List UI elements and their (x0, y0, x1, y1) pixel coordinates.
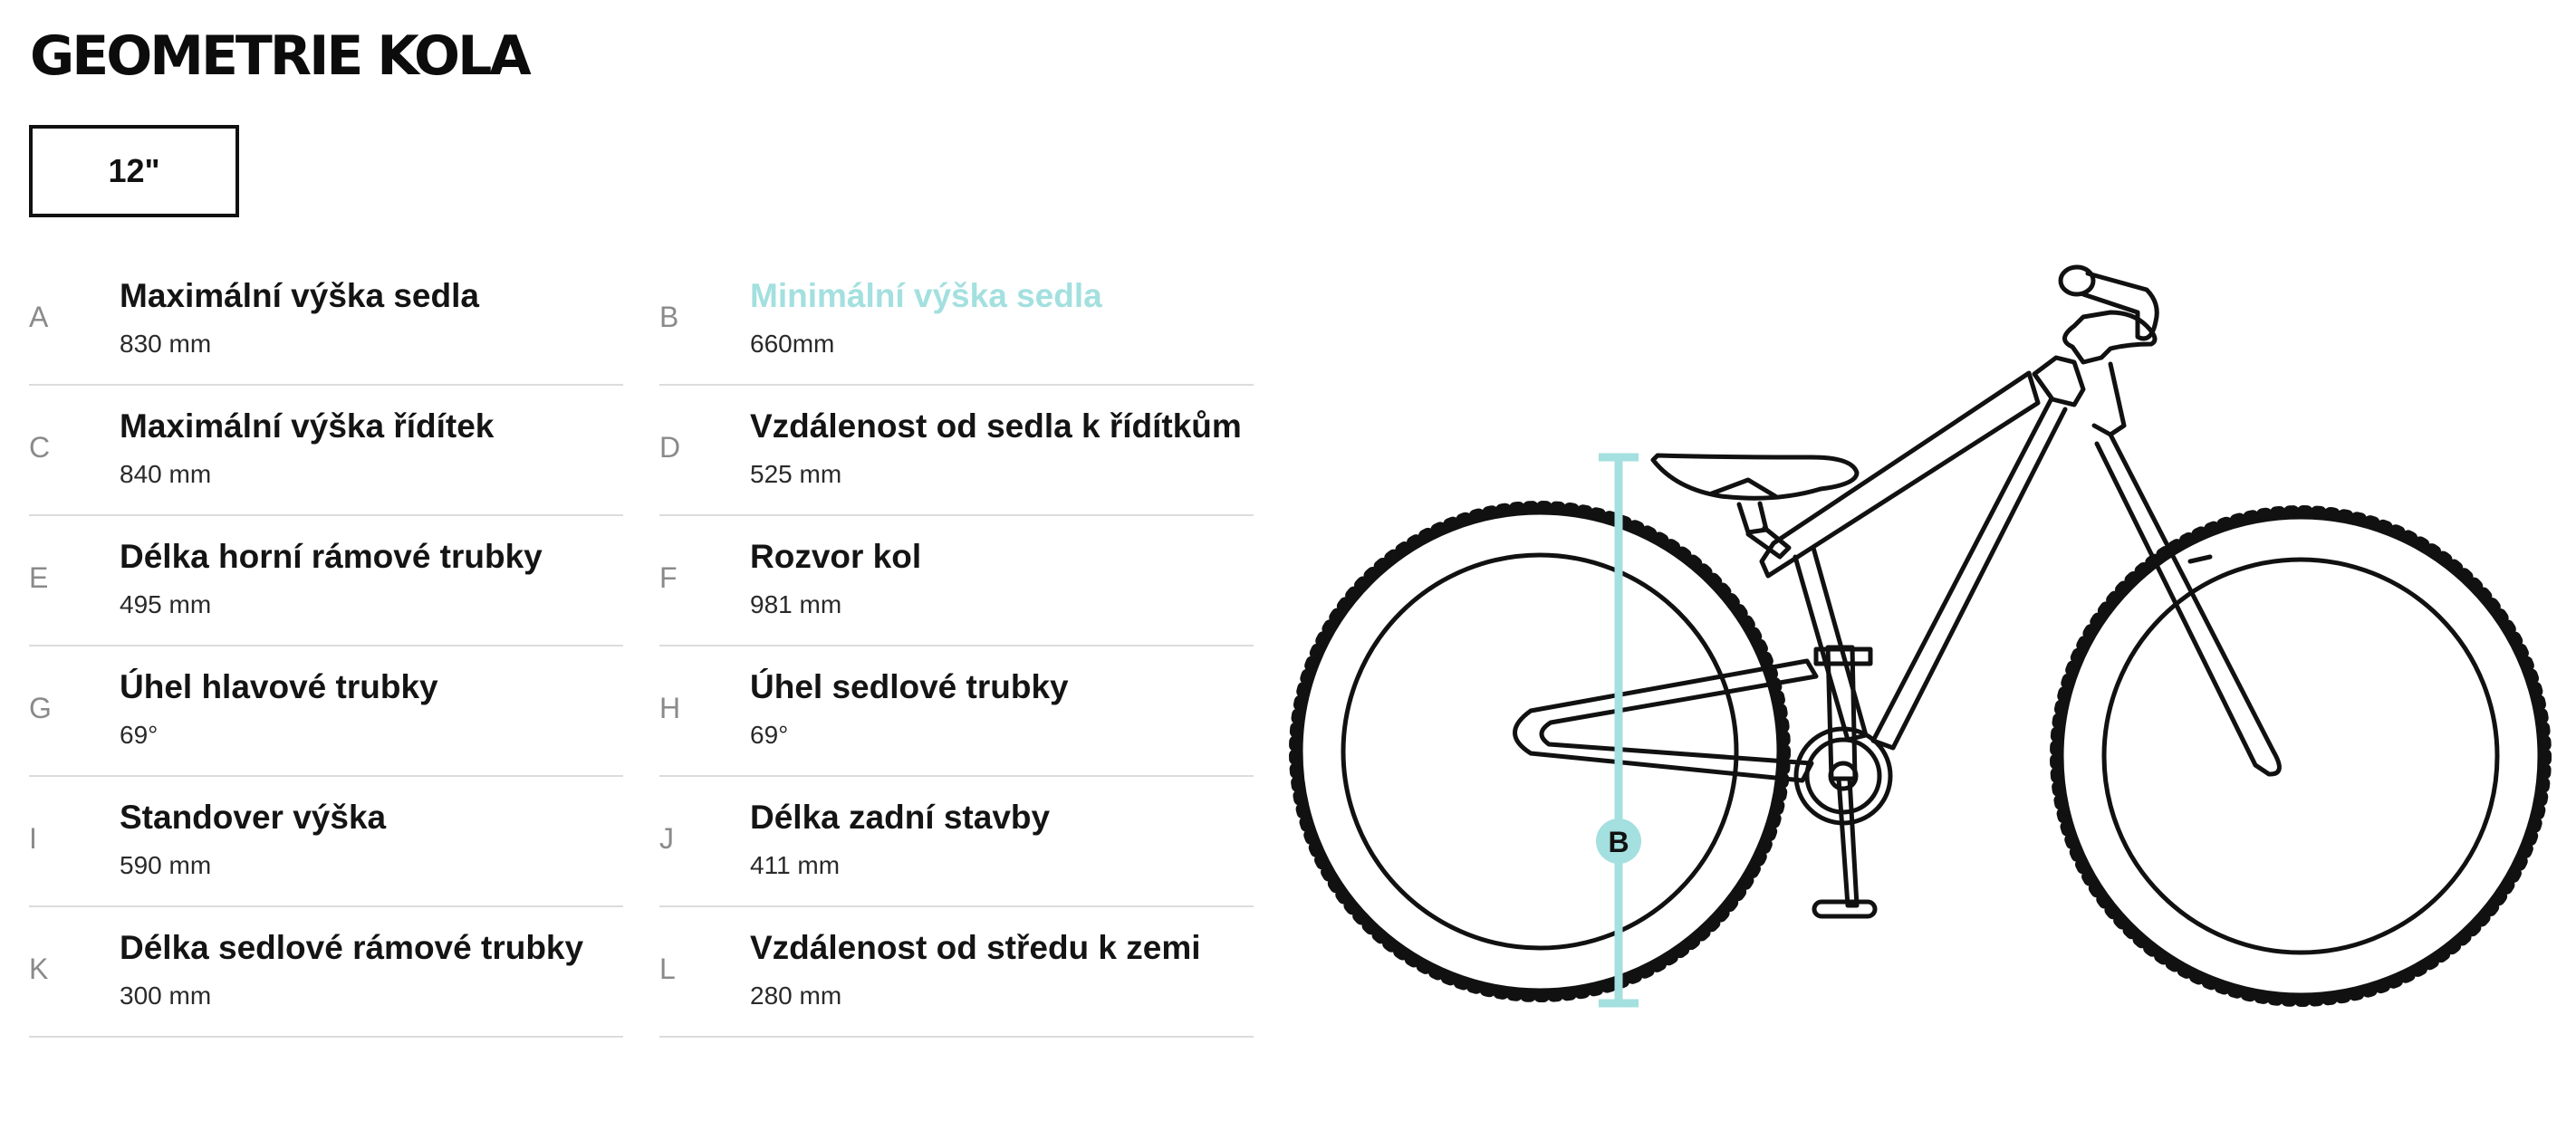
row-label: Maximální výška sedla (120, 277, 479, 314)
row-label: Minimální výška sedla (750, 277, 1102, 314)
geometry-row-g[interactable]: G Úhel hlavové trubky 69° (29, 646, 623, 777)
row-label: Úhel sedlové trubky (750, 668, 1069, 705)
row-value: 525 mm (750, 460, 842, 488)
row-letter: C (29, 431, 51, 464)
row-value: 69° (750, 721, 789, 749)
geometry-row-b[interactable]: B Minimální výška sedla 660mm (659, 255, 1254, 386)
row-value: 590 mm (120, 851, 212, 879)
measurement-b-marker-label: B (1608, 826, 1629, 858)
geometry-row-j[interactable]: J Délka zadní stavby 411 mm (659, 777, 1254, 907)
row-value: 69° (120, 721, 159, 749)
row-letter: A (29, 301, 49, 333)
handlebar (2058, 264, 2159, 365)
row-label: Úhel hlavové trubky (120, 668, 438, 705)
geometry-row-e[interactable]: E Délka horní rámové trubky 495 mm (29, 516, 623, 646)
row-letter: F (659, 561, 678, 594)
geometry-row-f[interactable]: F Rozvor kol 981 mm (659, 516, 1254, 646)
geometry-row-c[interactable]: C Maximální výška řídítek 840 mm (29, 386, 623, 516)
bike-geometry-diagram: B (1289, 264, 2552, 1008)
row-value: 300 mm (120, 982, 212, 1010)
geometry-row-a[interactable]: A Maximální výška sedla 830 mm (29, 255, 623, 386)
row-letter: L (659, 953, 676, 985)
geometry-row-h[interactable]: H Úhel sedlové trubky 69° (659, 646, 1254, 777)
row-label: Rozvor kol (750, 538, 922, 575)
row-label: Standover výška (120, 799, 387, 836)
row-letter: K (29, 953, 49, 985)
front-fork (2091, 361, 2282, 777)
row-value: 280 mm (750, 982, 842, 1010)
saddle (1650, 453, 1860, 560)
geometry-row-d[interactable]: D Vzdálenost od sedla k řídítkům 525 mm (659, 386, 1254, 516)
row-letter: H (659, 692, 681, 724)
row-value: 495 mm (120, 590, 212, 618)
row-value: 411 mm (750, 851, 841, 879)
crankset (1793, 645, 1893, 919)
row-letter: I (29, 822, 37, 855)
size-button-12[interactable]: 12" (29, 125, 239, 217)
bike-frame (1513, 355, 2086, 783)
geometry-row-i[interactable]: I Standover výška 590 mm (29, 777, 623, 907)
front-wheel (2050, 505, 2552, 1007)
row-label: Vzdálenost od sedla k řídítkům (750, 407, 1242, 445)
row-label: Délka sedlové rámové trubky (120, 929, 584, 966)
row-label: Maximální výška řídítek (120, 407, 495, 445)
rear-wheel (1289, 501, 1791, 1002)
row-value: 830 mm (120, 330, 212, 358)
geometry-list-left: A Maximální výška sedla 830 mm C Maximál… (29, 255, 623, 1038)
row-letter: J (659, 822, 674, 855)
row-value: 660mm (750, 330, 835, 358)
row-value: 840 mm (120, 460, 212, 488)
row-letter: E (29, 561, 49, 594)
geometry-row-k[interactable]: K Délka sedlové rámové trubky 300 mm (29, 907, 623, 1038)
page-title: GEOMETRIE KOLA (30, 24, 532, 88)
row-label: Délka horní rámové trubky (120, 538, 543, 575)
geometry-list-right: B Minimální výška sedla 660mm D Vzdáleno… (659, 255, 1254, 1038)
row-label: Délka zadní stavby (750, 799, 1051, 836)
row-letter: G (29, 692, 52, 724)
row-label: Vzdálenost od středu k zemi (750, 929, 1201, 966)
geometry-row-l[interactable]: L Vzdálenost od středu k zemi 280 mm (659, 907, 1254, 1038)
row-letter: B (659, 301, 679, 333)
measurement-b-line (1596, 453, 1641, 1008)
row-value: 981 mm (750, 590, 842, 618)
row-letter: D (659, 431, 681, 464)
